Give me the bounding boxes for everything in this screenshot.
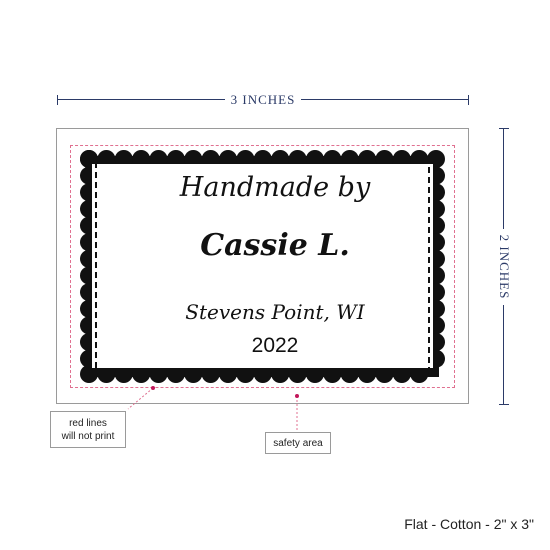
scallop-bump	[271, 365, 290, 383]
width-dimension-cap-right	[468, 95, 469, 105]
scallop-bump	[114, 150, 133, 168]
product-caption: Flat - Cotton - 2" x 3"	[404, 516, 534, 532]
scallop-bump	[236, 150, 255, 168]
scallop-bump	[132, 365, 151, 383]
scallop-bump	[375, 365, 394, 383]
safety-area-note: safety area	[265, 432, 331, 454]
red-lines-note-line1: red lines	[69, 418, 107, 429]
scallop-bump	[166, 150, 185, 168]
scallop-bump	[80, 150, 98, 168]
height-dimension-cap-top	[499, 128, 509, 129]
height-dimension: 2 INCHES	[496, 128, 512, 405]
scallop-bump	[288, 365, 307, 383]
red-lines-dot	[151, 386, 155, 390]
scallop-bump	[392, 365, 411, 383]
scallop-bump	[80, 365, 98, 383]
scallop-bump	[184, 365, 203, 383]
scallop-bump	[253, 365, 272, 383]
label-line-year: 2022	[251, 334, 299, 357]
label-line-name: Cassie L.	[200, 228, 350, 263]
scallop-bump	[114, 365, 133, 383]
stitch-line	[95, 159, 430, 372]
height-dimension-cap-bottom	[499, 404, 509, 405]
scallop-bump	[201, 365, 220, 383]
scallop-bump	[305, 150, 324, 168]
scallop-bump	[253, 150, 272, 168]
scallop-bump	[236, 365, 255, 383]
scallop-bump	[219, 365, 238, 383]
scallop-bump	[305, 365, 324, 383]
red-lines-note: red lines will not print	[50, 411, 126, 448]
label-line-location: Stevens Point, WI	[185, 300, 365, 324]
safety-area-outline	[70, 145, 455, 388]
label-line-handmade: Handmade by	[179, 172, 371, 203]
scallop-bump	[323, 365, 342, 383]
width-dimension-label: 3 INCHES	[224, 92, 302, 107]
scallop-bump	[340, 365, 359, 383]
width-dimension-cap-left	[57, 95, 58, 105]
scallop-bump	[410, 365, 429, 383]
scallop-bump	[323, 150, 342, 168]
width-dimension: 3 INCHES	[57, 92, 469, 107]
scallop-bump	[149, 365, 168, 383]
scallop-bump	[166, 365, 185, 383]
red-lines-leader	[127, 387, 154, 410]
scallop-bump	[358, 365, 377, 383]
label-inner-area	[92, 164, 433, 368]
scallop-bump	[427, 150, 445, 168]
red-lines-note-line2: will not print	[61, 431, 115, 442]
scallop-bump	[375, 150, 394, 168]
scallop-bump	[97, 365, 116, 383]
safety-area-dot	[295, 394, 299, 398]
scallop-bump	[184, 150, 203, 168]
